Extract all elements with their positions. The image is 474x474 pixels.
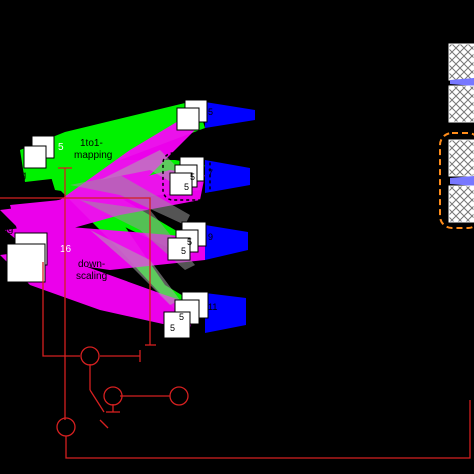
big-source-number: 16 (60, 244, 72, 255)
output-cone-1 (205, 102, 255, 128)
neuron-node-2 (103, 386, 123, 406)
target-2b-number: 5 (184, 182, 189, 192)
target-4b-number: 5 (170, 323, 175, 333)
target-2a-number: 5 (190, 172, 195, 182)
source-patch-top: 5 (23, 135, 64, 169)
target-patch-4: 5 5 11 (163, 291, 217, 339)
target-2-highlight (162, 152, 211, 201)
source-patch-big: 16 (6, 232, 72, 283)
target-patch-3: 5 5 9 (167, 221, 213, 261)
feature-panel-top (448, 43, 474, 123)
neuron-node-1 (80, 346, 100, 366)
down-scaling-bottom-label-2: scaling (76, 271, 107, 282)
target-2-side-number: 7 (208, 168, 213, 178)
output-cone-3 (205, 225, 248, 260)
down-scaling-top-label-1: own- (0, 158, 22, 169)
neuron-node-3 (169, 386, 189, 406)
down-scaling-bottom-label-1: down- (78, 259, 105, 270)
output-cone-4 (205, 293, 246, 333)
target-patch-1: 5 (176, 99, 213, 131)
down-scaling-top-label-2: caling (0, 170, 26, 181)
neuron-node-4 (56, 417, 76, 437)
output-cone-2 (205, 160, 250, 193)
mapping-label-2: mapping (74, 150, 112, 161)
target-3-side-number: 9 (208, 232, 213, 242)
top-source-number: 5 (58, 142, 64, 153)
mapping-label-1: 1to1- (80, 138, 103, 149)
target-4-side-number: 11 (208, 302, 217, 312)
target-1-side-number: 5 (208, 107, 213, 117)
target-3b-number: 5 (181, 246, 186, 256)
red-circuit (0, 167, 471, 459)
labels: own- caling 1to1- mapping ing down- scal… (0, 138, 112, 282)
scaling-left-label: ing (0, 224, 13, 235)
target-3a-number: 5 (187, 237, 192, 247)
target-patch-2: 5 5 7 (169, 156, 213, 196)
feature-panel-bottom (439, 132, 474, 229)
target-4a-number: 5 (179, 312, 184, 322)
